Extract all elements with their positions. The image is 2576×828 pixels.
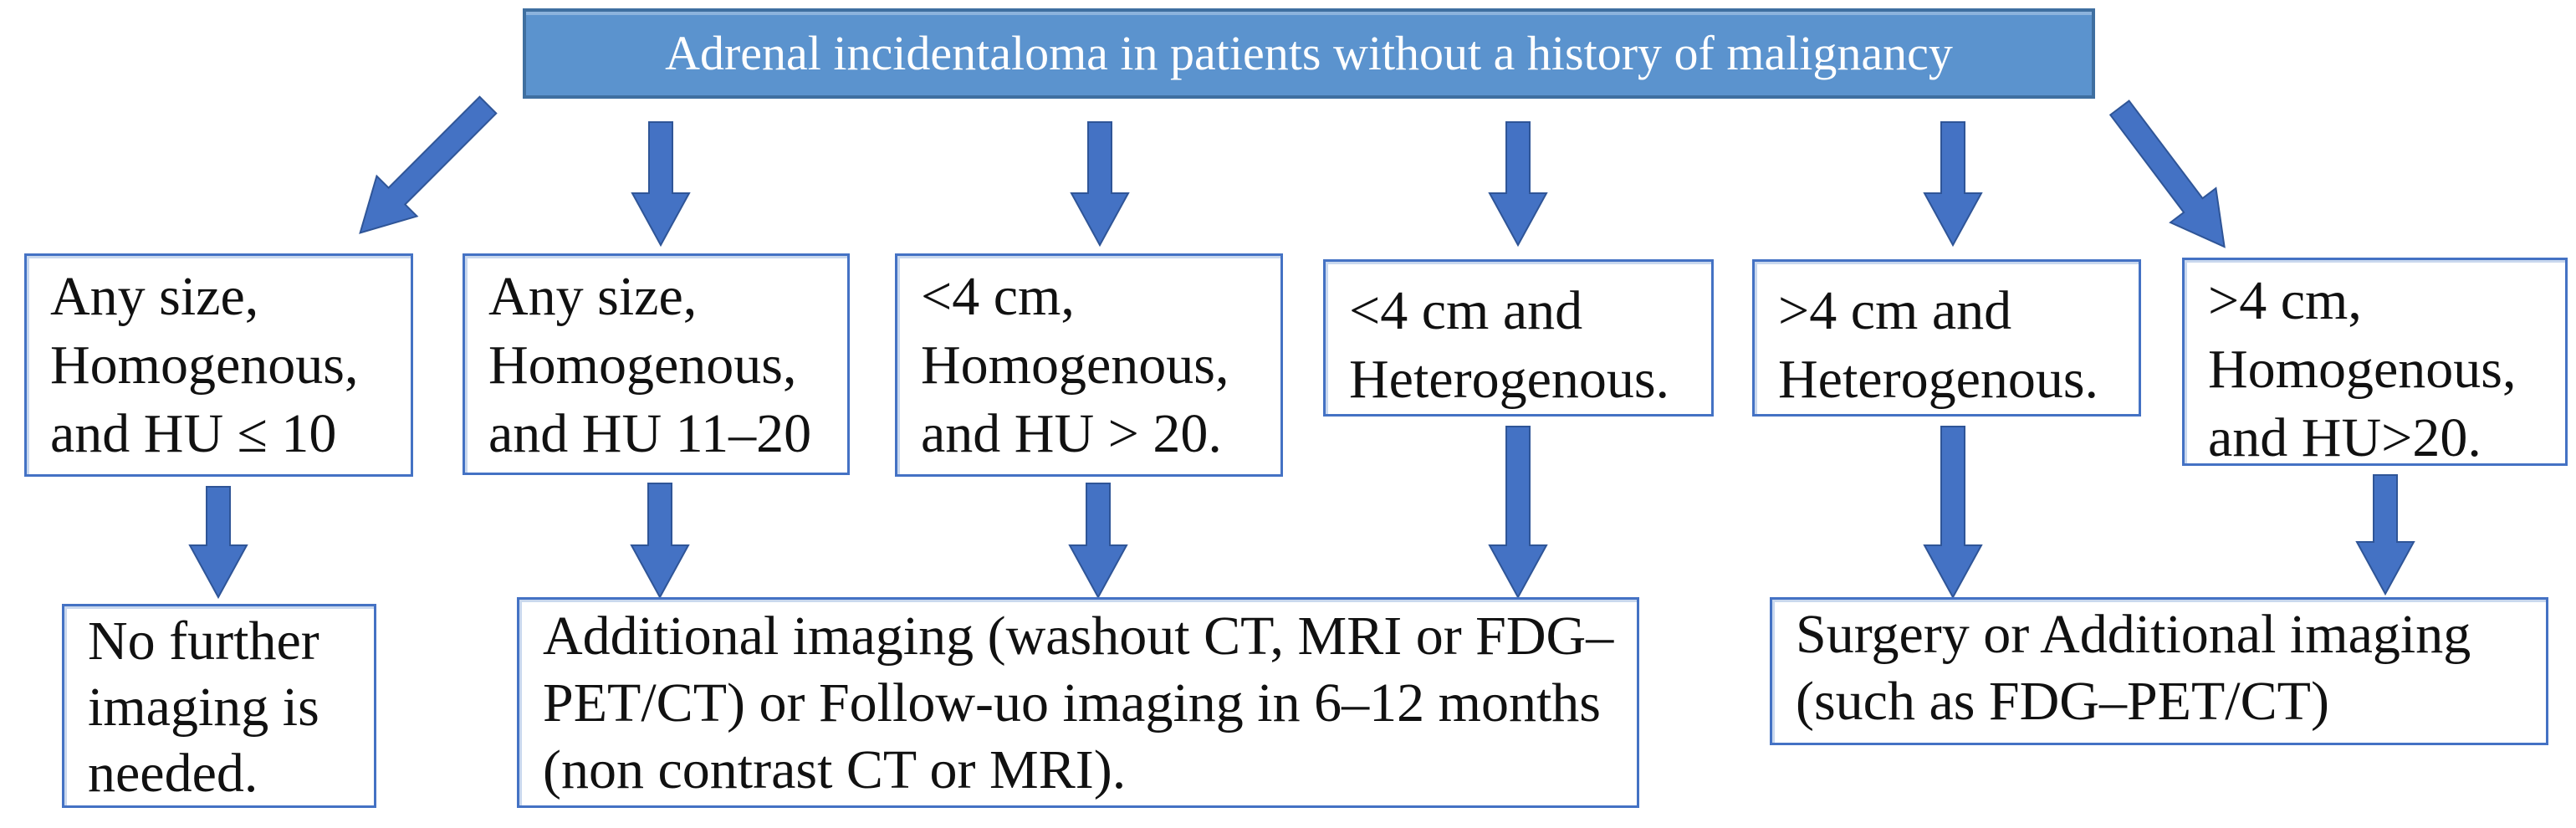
arrow-down-icon [1070,121,1130,248]
root-condition-box: Adrenal incidentaloma in patients withou… [523,8,2095,99]
arrow-down-icon [631,121,691,248]
criterion-box-lt4cm-homogenous-hu-gt-20: <4 cm, Homogenous, and HU > 20. [895,253,1283,477]
criterion-box-any-size-hu-11-20: Any size, Homogenous, and HU 11–20 [463,253,850,475]
arrow-down-icon [1488,121,1548,248]
arrow-down-icon [1923,121,1983,248]
criterion-box-gt4cm-homogenous-hu-gt-20: >4 cm, Homogenous, and HU>20. [2182,258,2568,468]
arrow-down-icon [630,483,690,600]
arrow-down-icon [1488,426,1548,600]
criterion-box-any-size-hu-le-10: Any size, Homogenous, and HU ≤ 10 [24,253,413,477]
arrow-down-icon [1923,426,1983,600]
criterion-box-gt4cm-heterogenous: >4 cm and Heterogenous. [1752,259,2141,417]
arrow-down-left-icon [359,95,498,234]
outcome-box-no-further-imaging: No further imaging is needed. [62,604,376,808]
outcome-box-surgery-or-additional-imaging: Surgery or Additional imaging (such as F… [1770,597,2548,745]
outcome-box-additional-imaging-followup: Additional imaging (washout CT, MRI or F… [517,597,1639,808]
arrow-down-icon [2355,474,2415,596]
arrow-down-icon [188,486,248,600]
arrow-down-right-icon [2108,100,2226,248]
arrow-down-icon [1068,483,1128,600]
criterion-box-lt4cm-heterogenous: <4 cm and Heterogenous. [1323,259,1714,417]
